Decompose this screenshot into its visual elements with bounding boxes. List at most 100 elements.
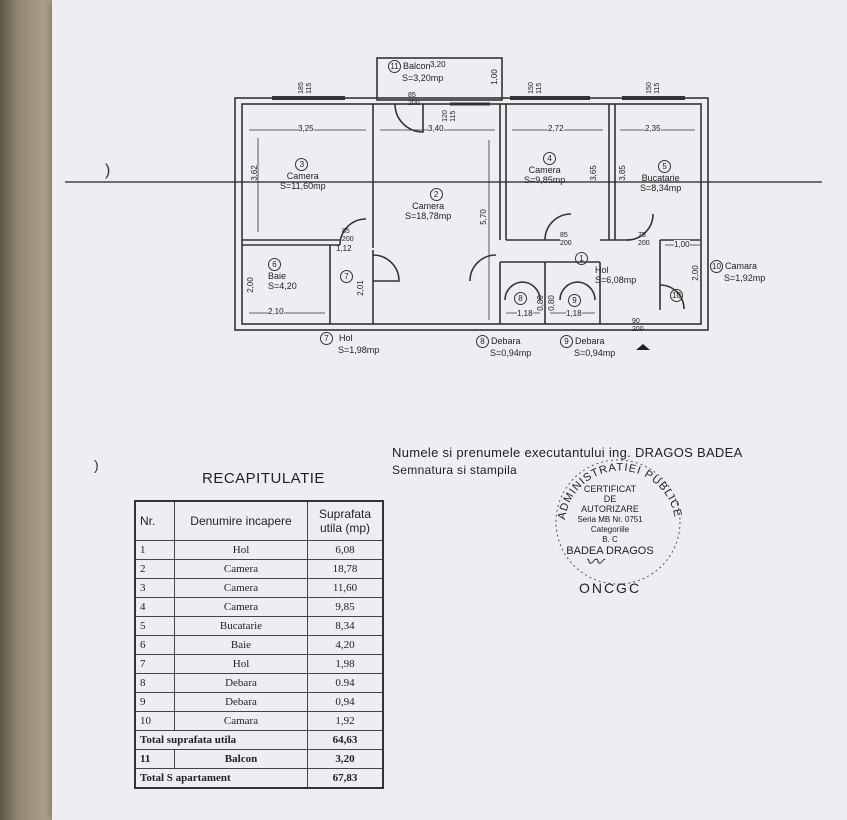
total-utila-value: 64,63 (307, 730, 384, 750)
total-utila-label: Total suprafata utila (134, 730, 308, 750)
door-5-dim: 85 200 (342, 228, 354, 243)
door-1-dim: 85 200 (408, 92, 420, 107)
row-area: 6,08 (307, 540, 384, 560)
row-nr: 8 (134, 673, 175, 693)
window-1-dim: 185 115 (297, 82, 313, 94)
row-name: Baie (174, 635, 308, 655)
dim-cam4-h: 3,65 (588, 165, 598, 181)
window-2-dim: 150 115 (527, 82, 543, 94)
room-8-marker: 8 (514, 292, 529, 305)
dim-buc-h: 3,85 (617, 165, 627, 181)
dim-cam2-w: 3,40 (428, 124, 444, 134)
row-name: Camera (174, 578, 308, 598)
stamp-bottom: ONCGC (578, 580, 642, 596)
dim-deb-sep2: 0,80 (546, 295, 556, 311)
dim-deb8-w: 1,18 (517, 309, 533, 319)
row-area: 0,94 (307, 692, 384, 712)
row-area: 0.94 (307, 673, 384, 693)
dim-cam3-w: 3,25 (298, 124, 314, 134)
entrance-arrow (636, 344, 650, 350)
door-2-dim: 85 200 (560, 232, 572, 247)
row-name: Camera (174, 597, 308, 617)
stamp-line-6: B. C (602, 535, 618, 544)
balcon-nr: 11 (134, 749, 175, 769)
total-ap-value: 67,83 (307, 768, 384, 789)
total-ap-label: Total S apartament (134, 768, 308, 789)
balcon-label: Balcon (174, 749, 308, 769)
room-6-label: 6 Baie S=4,20 (268, 258, 297, 291)
header-name: Denumire incapere (174, 500, 308, 541)
window-4-dim: 120 115 (441, 110, 457, 122)
row-area: 4,20 (307, 635, 384, 655)
row-area: 8,34 (307, 616, 384, 636)
recap-table: Nr. Denumire incapere Suprafata utila (m… (134, 500, 384, 789)
stamp-line-2: DE (603, 494, 617, 504)
outer-wall (234, 97, 709, 331)
window-3-dim: 150 115 (645, 82, 661, 94)
dim-cam10-h: 2,00 (690, 265, 700, 281)
room-3-label: 3 Camera S=11,60mp (280, 158, 326, 191)
dim-cam3-h: 3,62 (249, 165, 259, 181)
total-utila-row: Total suprafata utila 64,63 (134, 730, 384, 750)
row-name: Hol (174, 654, 308, 674)
signature-label: Semnatura si stampila (392, 463, 518, 477)
balcon-row: 11 Balcon 3,20 (134, 749, 384, 769)
signature-scribble: 〰 (585, 552, 603, 573)
row-nr: 5 (134, 616, 175, 636)
authorization-stamp: ADMINISTRATIEI PUBLICE (555, 459, 683, 585)
row-area: 18,78 (307, 559, 384, 579)
room-2-label: 2 Camera S=18,78mp (405, 188, 452, 221)
row-area: 1,92 (307, 711, 384, 731)
dim-cam4-w: 2,72 (548, 124, 564, 134)
row-nr: 1 (134, 540, 175, 560)
row-nr: 10 (134, 711, 175, 731)
stamp-line-4: Seria MB Nr. 0751 (577, 515, 643, 524)
door-4-dim: 90 200 (632, 318, 644, 333)
door-3-dim: 75 200 (638, 232, 650, 247)
row-nr: 3 (134, 578, 175, 598)
dim-buc-w: 2,35 (645, 124, 661, 134)
dim-hol-w: 5,70 (478, 209, 488, 225)
stamp-line-5: Categoriile (590, 525, 630, 534)
row-area: 1,98 (307, 654, 384, 674)
row-nr: 4 (134, 597, 175, 617)
dim-baie-h: 2,00 (245, 277, 255, 293)
row-name: Debara (174, 673, 308, 693)
row-area: 9,85 (307, 597, 384, 617)
stamp-name: BADEA DRAGOS (566, 545, 654, 557)
room-1-label: 1 Hol S=6,08mp (575, 252, 636, 285)
desk-background (0, 0, 56, 820)
header-area: Suprafata utila (mp) (307, 500, 384, 541)
stamp-line-1: CERTIFICAT (583, 484, 637, 494)
room-9-marker: 9 (568, 294, 583, 307)
dim-balcon-d: 1,00 (489, 69, 499, 85)
room-7-marker: 7 (340, 270, 355, 283)
header-nr: Nr. (134, 500, 175, 541)
recap-title: RECAPITULATIE (202, 470, 325, 487)
dim-baie-w: 2,10 (268, 307, 284, 317)
room-10-marker: 10 (670, 289, 685, 302)
total-ap-row: Total S apartament 67,83 (134, 768, 384, 789)
dim-hol7-w: 1,12 (336, 244, 352, 253)
dim-balcon-w: 3,20 (430, 60, 446, 69)
dim-deb9-w: 1,18 (566, 309, 582, 319)
balcon-value: 3,20 (307, 749, 384, 769)
row-nr: 2 (134, 559, 175, 579)
table-header-row: Nr. Denumire incapere Suprafata utila (m… (134, 500, 384, 541)
row-name: Camara (174, 711, 308, 731)
room-4-label: 4 Camera S=9,85mp (524, 152, 566, 185)
room-5-label: 5 Bucatarie S=8,34mp (640, 160, 682, 193)
dim-deb-sep1: 0,80 (535, 295, 545, 311)
